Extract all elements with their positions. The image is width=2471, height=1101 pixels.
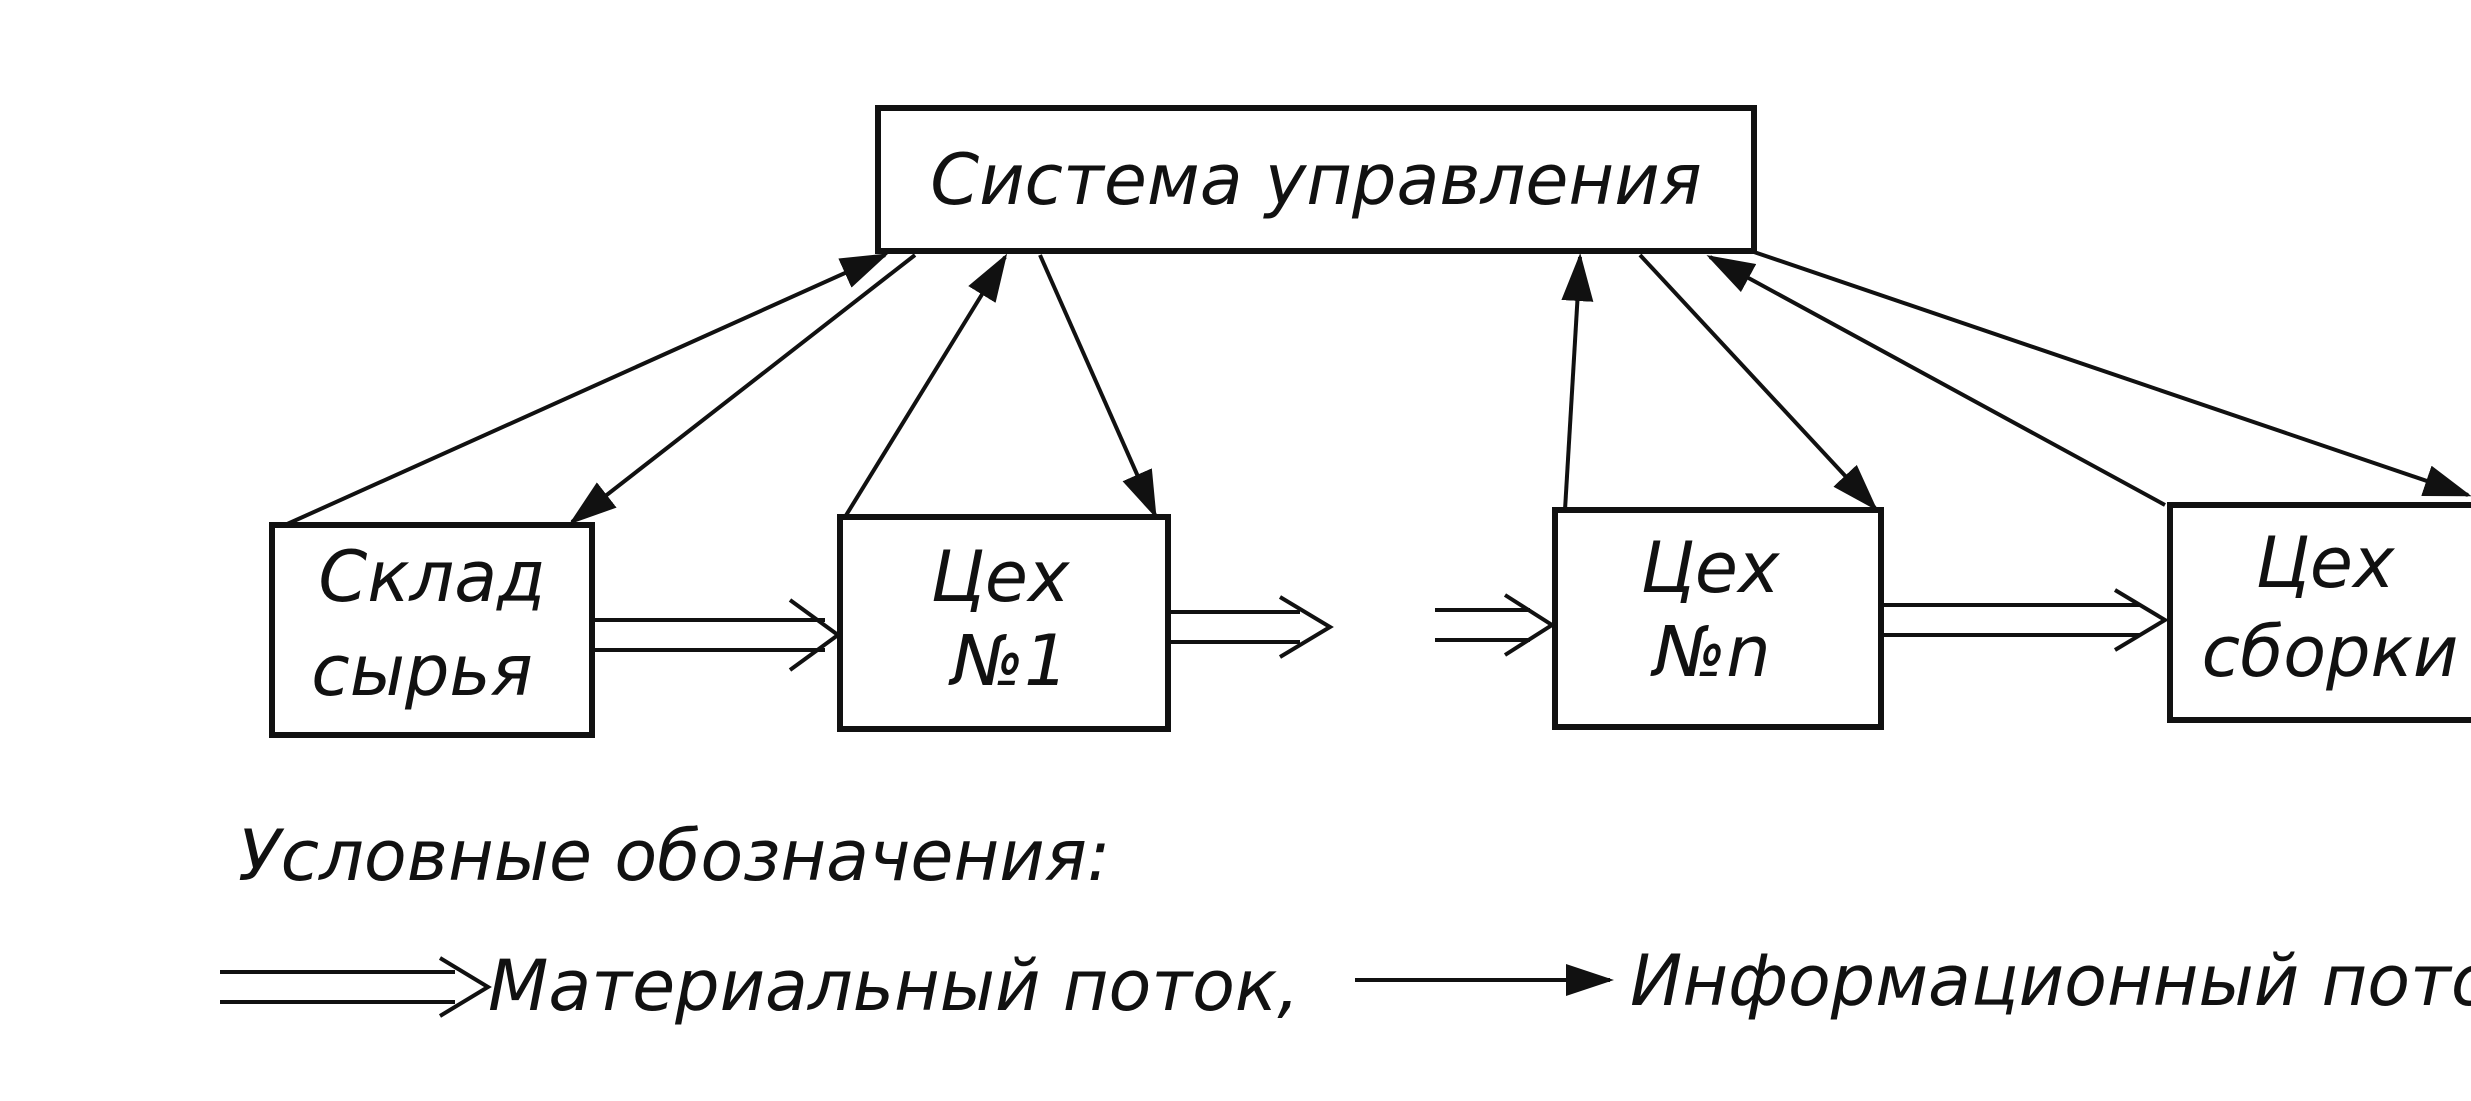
material-arrow-into-shopn <box>1435 593 1556 657</box>
info-arrow-control-to-shopn <box>1638 253 1878 511</box>
control-system-label: Система управления <box>930 139 1702 221</box>
info-arrow-control-to-assembly <box>1753 250 2471 497</box>
material-arrow-shopn-to-assembly <box>1884 588 2169 652</box>
legend: Условные обозначения: Материальный поток… <box>220 815 2471 1027</box>
info-arrow-assembly-to-control <box>1706 255 2166 507</box>
material-arrow-shop1-out <box>1170 595 1334 659</box>
info-arrow-shopn-to-control <box>1561 253 1594 511</box>
assembly-shop-label-line2: сборки <box>2202 611 2459 693</box>
material-arrow-storage-to-shop1 <box>595 598 842 672</box>
information-arrows <box>284 250 2471 527</box>
raw-storage-label-line2: сырья <box>311 630 533 712</box>
legend-information-flow-label: Информационный пото <box>1630 940 2471 1022</box>
shop-n-label-line1: Цех <box>1641 527 1780 609</box>
material-arrows <box>595 588 2169 672</box>
shop-n-box: Цех №n <box>1552 507 1884 730</box>
info-arrow-storage-to-control <box>284 253 889 527</box>
shop-n-label-line2: №n <box>1649 611 1770 693</box>
shop-1-box: Цех №1 <box>837 514 1171 732</box>
raw-storage-label-line1: Склад <box>318 536 545 618</box>
legend-material-flow-symbol <box>220 956 492 1018</box>
legend-title: Условные обозначения: <box>238 815 1110 897</box>
control-system-box: Система управления <box>875 105 1757 254</box>
shop-1-label-line1: Цех <box>931 536 1070 618</box>
raw-storage-box: Склад сырья <box>269 522 595 738</box>
info-arrow-control-to-shop1 <box>1038 254 1157 519</box>
info-arrow-shop1-to-control <box>843 253 1008 519</box>
legend-material-flow-label: Материальный поток, <box>488 945 1299 1027</box>
info-arrow-control-to-storage <box>568 253 917 525</box>
shop-1-label-line2: №1 <box>947 620 1068 702</box>
assembly-shop-label-line1: Цех <box>2256 522 2395 604</box>
assembly-shop-box: Цех сборки <box>2167 502 2471 723</box>
